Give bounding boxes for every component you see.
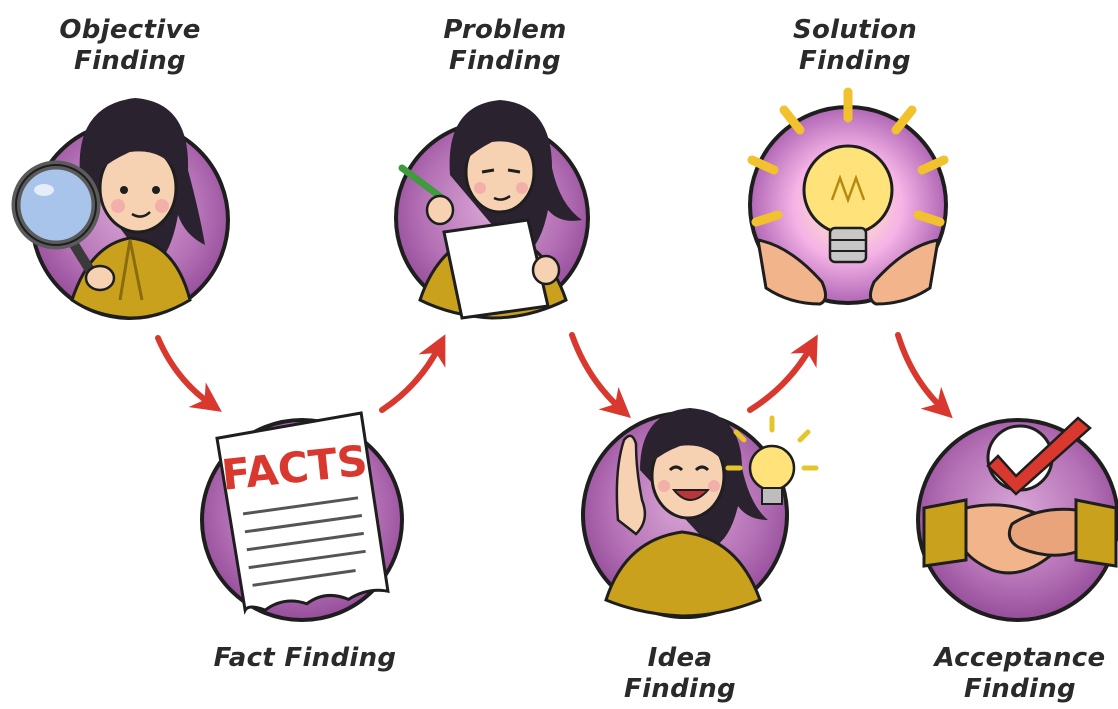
solution-finding-illustration bbox=[747, 87, 949, 306]
lightbulb-idea-icon bbox=[725, 415, 819, 505]
acceptance-finding-illustration bbox=[916, 416, 1118, 622]
label-acceptance-finding: Acceptance Finding bbox=[930, 643, 1110, 705]
writing-paper-icon bbox=[398, 164, 561, 320]
arrow-fact-to-problem bbox=[379, 334, 446, 413]
label-acceptance-line2: Finding bbox=[964, 674, 1076, 704]
idea-finding-illustration bbox=[581, 408, 819, 619]
magnifying-glass-icon bbox=[11, 160, 116, 292]
arrow-solution-to-acceptance bbox=[895, 332, 953, 419]
label-objective-finding: Objective Finding bbox=[45, 15, 215, 77]
label-idea-finding: Idea Finding bbox=[600, 643, 760, 705]
arrow-objective-to-fact bbox=[155, 335, 222, 412]
label-idea-line1: Idea bbox=[647, 643, 713, 673]
flow-arrows bbox=[155, 332, 953, 419]
label-fact-finding: Fact Finding bbox=[205, 643, 405, 674]
label-problem-line2: Finding bbox=[449, 46, 561, 76]
facts-document-icon: FACTS bbox=[215, 411, 390, 615]
fact-finding-illustration: FACTS bbox=[200, 411, 404, 622]
label-objective-line1: Objective bbox=[59, 15, 201, 45]
label-problem-finding: Problem Finding bbox=[425, 15, 585, 77]
label-acceptance-line1: Acceptance bbox=[934, 643, 1106, 673]
label-solution-line2: Finding bbox=[799, 46, 911, 76]
label-solution-line1: Solution bbox=[792, 15, 918, 45]
arrow-idea-to-solution bbox=[747, 334, 818, 413]
label-idea-line2: Finding bbox=[624, 674, 736, 704]
objective-finding-illustration bbox=[11, 98, 230, 320]
arrow-problem-to-idea bbox=[569, 332, 631, 418]
lightbulb-hands-icon bbox=[747, 87, 949, 306]
handshake-checkmark-icon bbox=[922, 416, 1118, 575]
label-fact-line1: Fact Finding bbox=[213, 643, 397, 673]
label-objective-line2: Finding bbox=[74, 46, 186, 76]
label-solution-finding: Solution Finding bbox=[770, 15, 940, 77]
problem-finding-illustration bbox=[394, 100, 590, 320]
label-problem-line1: Problem bbox=[443, 15, 567, 45]
